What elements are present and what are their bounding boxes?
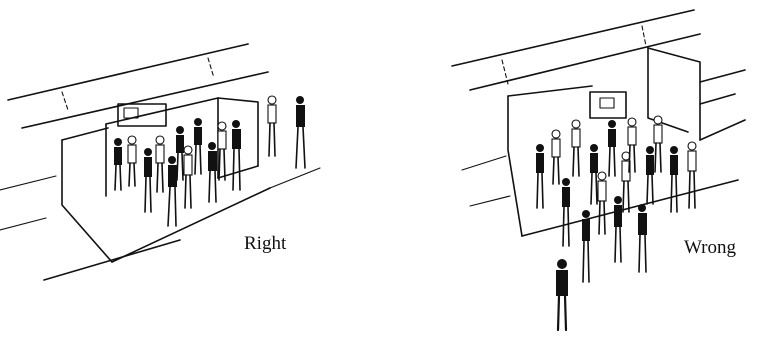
visitor [582, 210, 590, 283]
visitor [144, 148, 152, 213]
visitor [562, 178, 570, 247]
visitor [597, 171, 607, 235]
right-display-screen [117, 103, 167, 127]
visitor [590, 144, 598, 205]
visitor [208, 142, 217, 203]
right-side-wall [217, 97, 259, 167]
visitor [295, 96, 306, 169]
visitor [614, 196, 622, 263]
visitor [217, 121, 227, 181]
visitor [646, 146, 654, 205]
wrong-left-wall [507, 95, 523, 237]
wrong-back-wall [647, 47, 689, 133]
visitor [687, 141, 697, 209]
visitor [536, 144, 544, 209]
wrong-visitors [536, 115, 697, 332]
right-booth-structure [0, 43, 321, 281]
visitor [176, 126, 184, 181]
right-booth-panel [0, 43, 321, 281]
visitor [167, 156, 177, 227]
visitor [114, 138, 122, 191]
visitor [638, 204, 647, 273]
visitor [183, 145, 193, 209]
wrong-display-stand [589, 91, 627, 119]
visitor [653, 115, 663, 173]
wrong-floor-edge [521, 179, 739, 237]
visitor [608, 120, 616, 177]
wrong-caption: Wrong [684, 237, 736, 258]
right-ceiling-beam-back [7, 43, 249, 101]
right-visitors [114, 95, 306, 227]
visitor [127, 135, 137, 187]
visitor [621, 151, 631, 213]
visitor [194, 118, 202, 175]
wrong-side-wall [647, 47, 701, 141]
wrong-ceiling-beam-back [451, 9, 695, 67]
right-ceiling-beam-front [21, 71, 269, 129]
right-aisle-line [43, 239, 181, 281]
right-floor-edge [111, 187, 271, 263]
visitor [551, 129, 561, 185]
wrong-booth-panel [451, 9, 746, 332]
visitor-foreground [556, 259, 568, 332]
visitor [155, 135, 165, 193]
right-caption: Right [244, 233, 287, 254]
visitor [627, 117, 637, 173]
visitor [571, 119, 581, 177]
wrong-ceiling-beam-front [469, 33, 701, 91]
visitor [267, 95, 277, 157]
right-back-wall-top [105, 97, 219, 125]
visitor [232, 120, 241, 191]
wrong-booth-structure [451, 9, 746, 237]
right-left-wall [61, 139, 113, 263]
visitor [670, 146, 678, 213]
